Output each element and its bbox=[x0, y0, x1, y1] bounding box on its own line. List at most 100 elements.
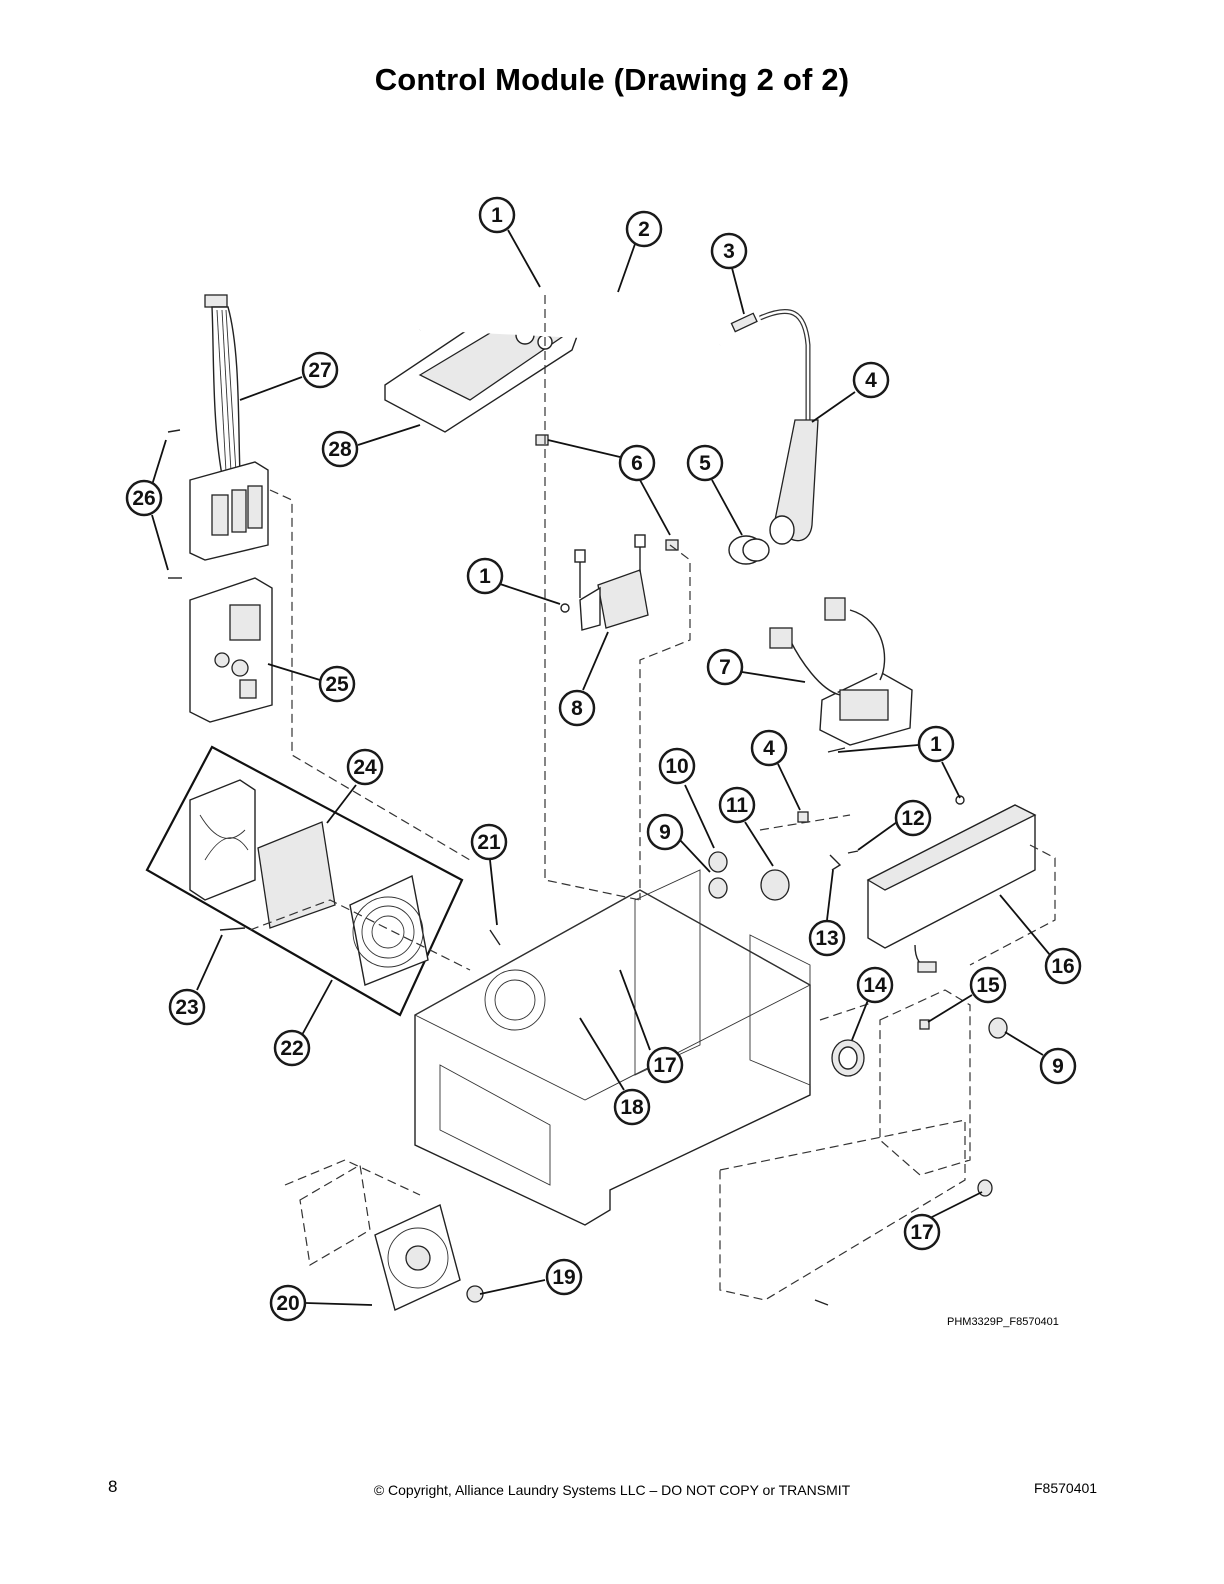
callout-circle bbox=[750, 729, 788, 767]
callout-circle bbox=[894, 799, 932, 837]
callout-8: 8 bbox=[558, 689, 596, 727]
callout-circle bbox=[1044, 947, 1082, 985]
transformer-8 bbox=[535, 434, 679, 631]
callout-16: 16 bbox=[1044, 947, 1082, 985]
callout-label: 18 bbox=[620, 1096, 644, 1119]
transformer-7 bbox=[769, 597, 913, 753]
callout-circle bbox=[646, 1046, 684, 1084]
callout-circle bbox=[301, 351, 339, 389]
callout-17: 17 bbox=[903, 1213, 941, 1251]
callout-21: 21 bbox=[470, 823, 508, 861]
callout-circle bbox=[618, 444, 656, 482]
callout-circle bbox=[903, 1213, 941, 1251]
callout-circle bbox=[558, 689, 596, 727]
power-board-25 bbox=[189, 577, 273, 723]
callout-23: 23 bbox=[168, 988, 206, 1026]
callout-6: 6 bbox=[618, 444, 656, 482]
callout-label: 6 bbox=[631, 452, 643, 475]
callout-circle bbox=[478, 196, 516, 234]
callout-label: 3 bbox=[723, 240, 735, 263]
fan-kit-22 bbox=[145, 745, 464, 1017]
callout-28: 28 bbox=[321, 430, 359, 468]
callout-label: 4 bbox=[763, 737, 775, 760]
callout-label: 9 bbox=[1052, 1055, 1064, 1078]
callout-7: 7 bbox=[706, 648, 744, 686]
callout-circle bbox=[710, 232, 748, 270]
callout-circle bbox=[646, 813, 684, 851]
copyright-notice: © Copyright, Alliance Laundry Systems LL… bbox=[373, 1482, 851, 1498]
callout-label: 11 bbox=[726, 794, 749, 817]
callout-1: 1 bbox=[478, 196, 516, 234]
callout-label: 25 bbox=[325, 673, 349, 696]
callout-circle bbox=[466, 557, 504, 595]
callout-19: 19 bbox=[545, 1258, 583, 1296]
display-control-16 bbox=[866, 795, 1037, 973]
sensor-cable-assembly bbox=[418, 286, 819, 565]
relay-board-26 bbox=[167, 429, 269, 579]
callout-label: 8 bbox=[571, 697, 583, 720]
callout-label: 27 bbox=[308, 359, 331, 382]
drawing-reference: PHM3329P_F8570401 bbox=[947, 1316, 1059, 1328]
callout-circle bbox=[969, 966, 1007, 1004]
page-title: Control Module (Drawing 2 of 2) bbox=[374, 62, 850, 97]
callout-4: 4 bbox=[852, 361, 890, 399]
callout-1: 1 bbox=[466, 557, 504, 595]
callout-circle bbox=[545, 1258, 583, 1296]
callout-11: 11 bbox=[718, 786, 756, 824]
callout-14: 14 bbox=[856, 966, 894, 1004]
callout-circle bbox=[1039, 1047, 1077, 1085]
leader-lines bbox=[151, 229, 1051, 1306]
callout-17: 17 bbox=[646, 1046, 684, 1084]
callout-label: 5 bbox=[699, 452, 711, 475]
callout-label: 22 bbox=[280, 1037, 303, 1060]
callout-circle bbox=[852, 361, 890, 399]
callout-circle bbox=[168, 988, 206, 1026]
callout-label: 1 bbox=[930, 733, 942, 756]
callout-label: 15 bbox=[976, 974, 1000, 997]
callout-label: 26 bbox=[132, 487, 155, 510]
callout-label: 16 bbox=[1051, 955, 1074, 978]
callout-label: 1 bbox=[479, 565, 491, 588]
callout-circle bbox=[269, 1284, 307, 1322]
callout-5: 5 bbox=[686, 444, 724, 482]
callout-circle bbox=[321, 430, 359, 468]
callout-label: 24 bbox=[353, 756, 377, 779]
callout-circle bbox=[706, 648, 744, 686]
callout-label: 19 bbox=[552, 1266, 575, 1289]
callout-label: 20 bbox=[276, 1292, 299, 1315]
callout-label: 9 bbox=[659, 821, 671, 844]
callout-9: 9 bbox=[1039, 1047, 1077, 1085]
callout-12: 12 bbox=[894, 799, 932, 837]
callout-circle bbox=[273, 1029, 311, 1067]
callout-circle bbox=[808, 919, 846, 957]
callout-25: 25 bbox=[318, 665, 356, 703]
callout-24: 24 bbox=[346, 748, 384, 786]
callout-label: 14 bbox=[863, 974, 887, 997]
callout-20: 20 bbox=[269, 1284, 307, 1322]
callout-circle bbox=[346, 748, 384, 786]
callout-4: 4 bbox=[750, 729, 788, 767]
callout-circle bbox=[318, 665, 356, 703]
callout-label: 28 bbox=[328, 438, 352, 461]
callout-2: 2 bbox=[625, 210, 663, 248]
callout-circle bbox=[613, 1088, 651, 1126]
document-number: F8570401 bbox=[1034, 1480, 1098, 1496]
chassis-housing bbox=[414, 869, 811, 1226]
callout-label: 1 bbox=[491, 204, 503, 227]
callout-circle bbox=[470, 823, 508, 861]
callout-circle bbox=[625, 210, 663, 248]
assembly-guide-lines bbox=[249, 295, 1056, 1196]
callout-circle bbox=[686, 444, 724, 482]
callout-circle bbox=[718, 786, 756, 824]
callout-label: 10 bbox=[665, 755, 688, 778]
callout-15: 15 bbox=[969, 966, 1007, 1004]
callout-circle bbox=[125, 479, 163, 517]
callout-label: 2 bbox=[638, 218, 650, 241]
callout-18: 18 bbox=[613, 1088, 651, 1126]
callout-10: 10 bbox=[658, 747, 696, 785]
callout-circle bbox=[917, 725, 955, 763]
callout-label: 7 bbox=[719, 656, 731, 679]
callout-label: 17 bbox=[910, 1221, 933, 1244]
